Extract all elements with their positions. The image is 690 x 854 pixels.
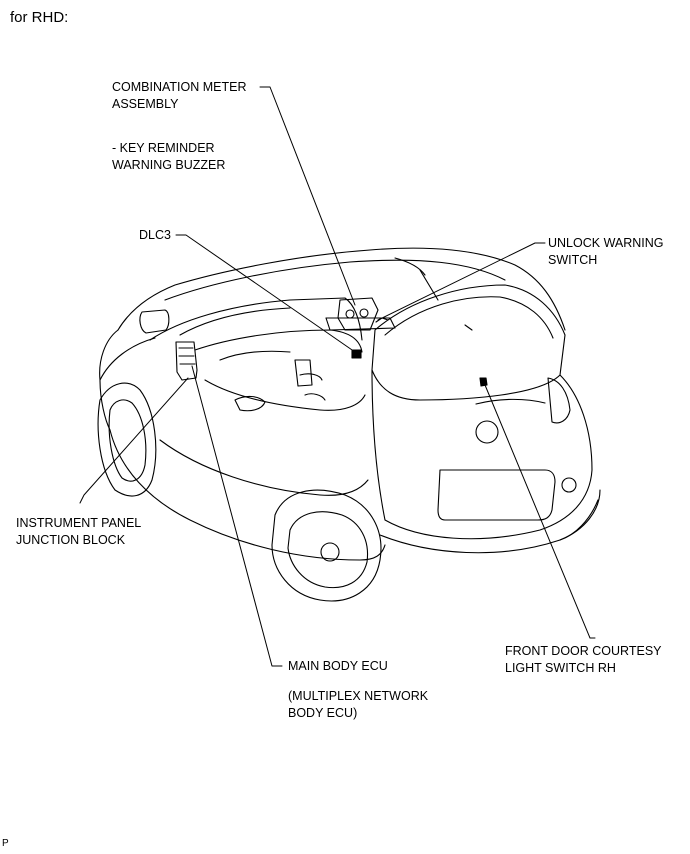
instrument-panel-jb-line2: JUNCTION BLOCK: [16, 533, 126, 547]
multiplex-line2: BODY ECU): [288, 706, 358, 720]
footer-code: P: [2, 838, 9, 849]
leader-lines: [79, 86, 596, 667]
unlock-warning-line2: SWITCH: [548, 253, 598, 267]
dlc3-label: DLC3: [139, 227, 171, 244]
combination-meter-line2: ASSEMBLY: [112, 97, 179, 111]
unlock-warning-line1: UNLOCK WARNING: [548, 236, 664, 250]
multiplex-line1: (MULTIPLEX NETWORK: [288, 689, 429, 703]
dlc3-line1: DLC3: [139, 228, 171, 242]
combination-meter-line1: COMBINATION METER: [112, 80, 247, 94]
instrument-panel-jb-label: INSTRUMENT PANEL JUNCTION BLOCK: [16, 515, 141, 549]
key-reminder-line2: WARNING BUZZER: [112, 158, 226, 172]
main-body-ecu-line1: MAIN BODY ECU: [288, 659, 388, 673]
key-reminder-line1: - KEY REMINDER: [112, 141, 215, 155]
page-title: for RHD:: [10, 9, 69, 26]
multiplex-label: (MULTIPLEX NETWORK BODY ECU): [288, 688, 428, 722]
instrument-panel-jb-line1: INSTRUMENT PANEL: [16, 516, 142, 530]
main-body-ecu-label: MAIN BODY ECU: [288, 658, 388, 675]
front-door-courtesy-line1: FRONT DOOR COURTESY: [505, 644, 662, 658]
combination-meter-label: COMBINATION METER ASSEMBLY: [112, 79, 247, 113]
front-door-courtesy-label: FRONT DOOR COURTESY LIGHT SWITCH RH: [505, 643, 662, 677]
car-outline: [97, 247, 601, 602]
unlock-warning-label: UNLOCK WARNING SWITCH: [548, 235, 664, 269]
key-reminder-label: - KEY REMINDER WARNING BUZZER: [112, 140, 225, 174]
front-door-courtesy-line2: LIGHT SWITCH RH: [505, 661, 616, 675]
